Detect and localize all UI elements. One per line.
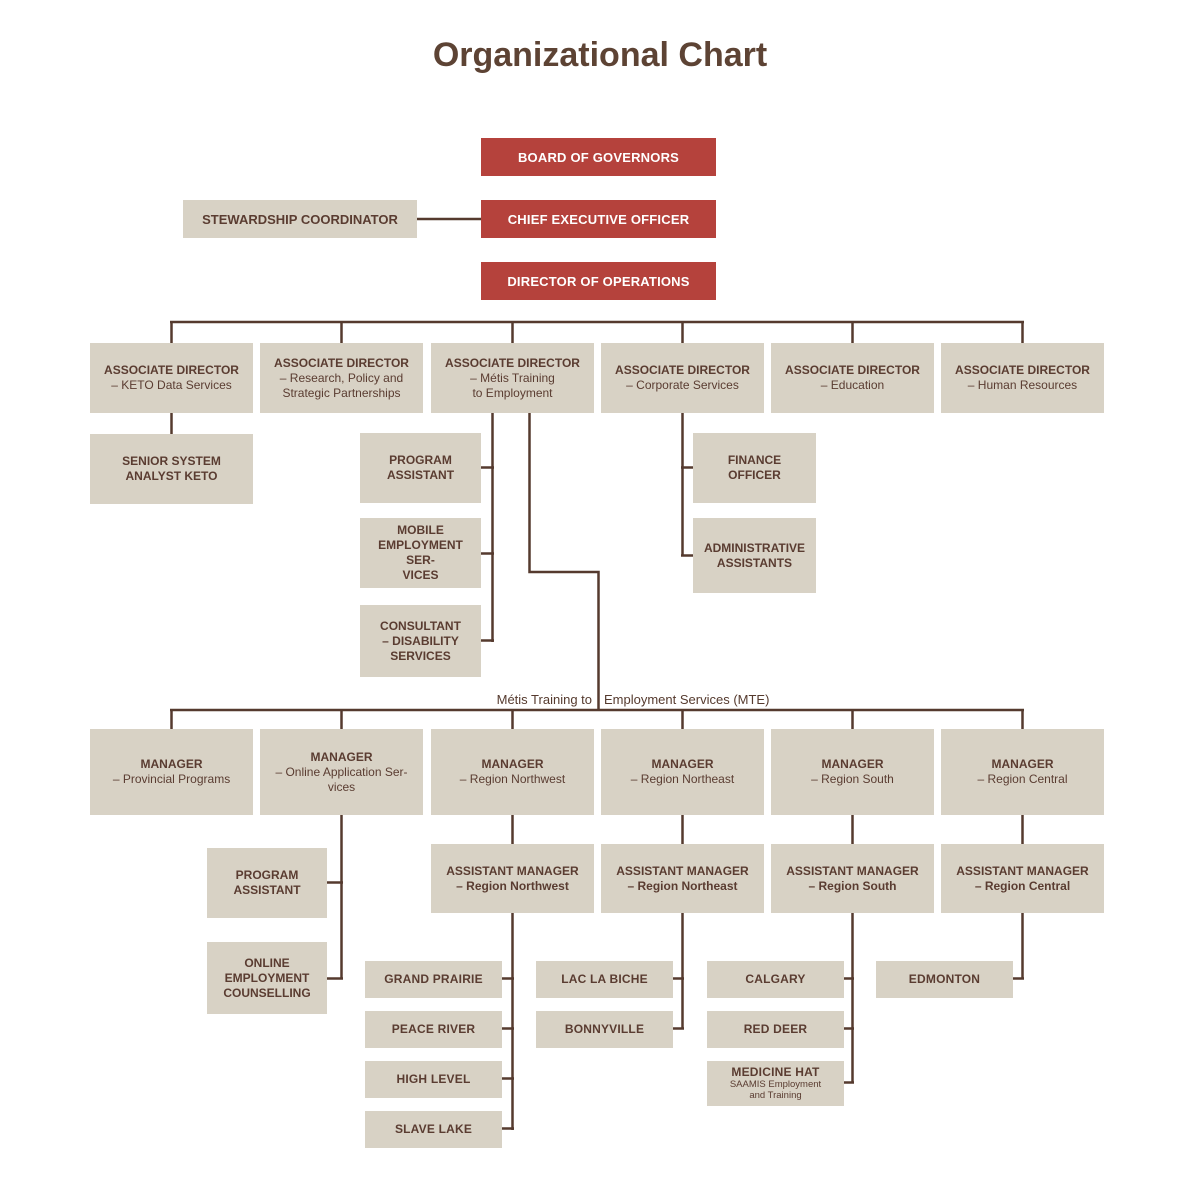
location-label: HIGH LEVEL [396, 1072, 471, 1086]
manager-subtitle: – Region Northwest [459, 772, 566, 786]
manager-title: MANAGER [140, 757, 203, 771]
location-label: LAC LA BICHE [561, 972, 648, 986]
mte-section-label: Employment Services (MTE) [604, 692, 770, 707]
manager-subtitle: – Provincial Programs [112, 772, 231, 786]
staff-label: FINANCE OFFICER [727, 453, 782, 482]
location-label: RED DEER [743, 1022, 808, 1036]
location-label: BONNYVILLE [564, 1022, 645, 1036]
staff-label: SENIOR SYSTEM ANALYST KETO [122, 454, 221, 483]
location-label: PEACE RIVER [391, 1022, 476, 1036]
location-calgary-box: CALGARY [707, 961, 844, 998]
associate-director-title: ASSOCIATE DIRECTOR [955, 363, 1090, 377]
assistant-manager-northwest-box: ASSISTANT MANAGER – Region Northwest [431, 844, 594, 913]
board-of-governors-label: BOARD OF GOVERNORS [517, 149, 680, 165]
staff-label: CONSULTANT – DISABILITY SERVICES [380, 618, 461, 663]
location-red-deer-box: RED DEER [707, 1011, 844, 1048]
online-employment-counselling-box: ONLINE EMPLOYMENT COUNSELLING [207, 942, 327, 1014]
online-program-assistant-box: PROGRAM ASSISTANT [207, 848, 327, 918]
location-grand-prairie-box: GRAND PRAIRIE [365, 961, 502, 998]
assistant-manager-title: ASSISTANT MANAGER [956, 863, 1089, 878]
location-high-level-box: HIGH LEVEL [365, 1061, 502, 1098]
associate-director-subtitle: – Education [820, 378, 885, 392]
location-peace-river-box: PEACE RIVER [365, 1011, 502, 1048]
associate-director-mte-box: ASSOCIATE DIRECTOR – Métis Training to E… [431, 343, 594, 413]
mobile-employment-services-box: MOBILE EMPLOYMENT SER- VICES [360, 518, 481, 588]
location-label: GRAND PRAIRIE [384, 972, 483, 986]
associate-director-title: ASSOCIATE DIRECTOR [785, 363, 920, 377]
location-medicine-hat-box: MEDICINE HAT SAAMIS Employment and Train… [707, 1061, 844, 1106]
finance-officer-box: FINANCE OFFICER [693, 433, 816, 503]
manager-title: MANAGER [310, 749, 373, 764]
associate-director-title: ASSOCIATE DIRECTOR [274, 355, 409, 370]
location-label: CALGARY [745, 972, 806, 986]
location-slave-lake-box: SLAVE LAKE [365, 1111, 502, 1148]
associate-director-title: ASSOCIATE DIRECTOR [104, 363, 239, 377]
manager-provincial-programs-box: MANAGER – Provincial Programs [90, 729, 253, 815]
associate-director-subtitle: – Human Resources [967, 378, 1078, 392]
associate-director-keto-box: ASSOCIATE DIRECTOR – KETO Data Services [90, 343, 253, 413]
associate-director-corporate-box: ASSOCIATE DIRECTOR – Corporate Services [601, 343, 764, 413]
location-label: SLAVE LAKE [394, 1122, 473, 1136]
director-of-operations-label: DIRECTOR OF OPERATIONS [507, 273, 690, 289]
assistant-manager-south-box: ASSISTANT MANAGER – Region South [771, 844, 934, 913]
associate-director-title: ASSOCIATE DIRECTOR [445, 355, 580, 370]
assistant-manager-subtitle: – Region Central [974, 878, 1071, 893]
location-edmonton-box: EDMONTON [876, 961, 1013, 998]
manager-region-northeast-box: MANAGER – Region Northeast [601, 729, 764, 815]
staff-label: MOBILE EMPLOYMENT SER- VICES [378, 523, 463, 582]
board-of-governors-box: BOARD OF GOVERNORS [481, 138, 716, 176]
associate-director-subtitle: – Métis Training to Employment [470, 370, 555, 400]
location-bonnyville-box: BONNYVILLE [536, 1011, 673, 1048]
administrative-assistants-box: ADMINISTRATIVE ASSISTANTS [693, 518, 816, 593]
location-lac-la-biche-box: LAC LA BICHE [536, 961, 673, 998]
assistant-manager-subtitle: – Region South [808, 878, 897, 893]
assistant-manager-subtitle: – Region Northeast [627, 878, 738, 893]
director-of-operations-box: DIRECTOR OF OPERATIONS [481, 262, 716, 300]
chief-executive-officer-box: CHIEF EXECUTIVE OFFICER [481, 200, 716, 238]
assistant-manager-title: ASSISTANT MANAGER [616, 863, 749, 878]
manager-title: MANAGER [821, 757, 884, 771]
associate-director-subtitle: – Corporate Services [626, 378, 739, 392]
chief-executive-officer-label: CHIEF EXECUTIVE OFFICER [507, 211, 690, 227]
assistant-manager-northeast-box: ASSISTANT MANAGER – Region Northeast [601, 844, 764, 913]
manager-subtitle: – Region Central [977, 772, 1068, 786]
stewardship-coordinator-box: STEWARDSHIP COORDINATOR [183, 200, 417, 238]
associate-director-title: ASSOCIATE DIRECTOR [615, 363, 750, 377]
location-label: MEDICINE HAT [731, 1065, 820, 1079]
manager-subtitle: – Region South [811, 772, 894, 786]
manager-online-application-box: MANAGER – Online Application Ser- vices [260, 729, 423, 815]
associate-director-hr-box: ASSOCIATE DIRECTOR – Human Resources [941, 343, 1104, 413]
assistant-manager-title: ASSISTANT MANAGER [446, 863, 579, 878]
page-title: Organizational Chart [432, 36, 768, 74]
staff-label: ONLINE EMPLOYMENT COUNSELLING [223, 955, 311, 1000]
staff-label: ADMINISTRATIVE ASSISTANTS [703, 540, 806, 570]
staff-label: PROGRAM ASSISTANT [386, 453, 455, 482]
location-sublabel: SAAMIS Employment and Training [729, 1079, 822, 1101]
manager-title: MANAGER [651, 757, 714, 771]
manager-region-northwest-box: MANAGER – Region Northwest [431, 729, 594, 815]
program-assistant-box: PROGRAM ASSISTANT [360, 433, 481, 503]
staff-label: PROGRAM ASSISTANT [233, 868, 301, 897]
associate-director-education-box: ASSOCIATE DIRECTOR – Education [771, 343, 934, 413]
stewardship-coordinator-label: STEWARDSHIP COORDINATOR [202, 211, 398, 227]
senior-system-analyst-box: SENIOR SYSTEM ANALYST KETO [90, 434, 253, 504]
manager-subtitle: – Region Northeast [630, 772, 735, 786]
assistant-manager-central-box: ASSISTANT MANAGER – Region Central [941, 844, 1104, 913]
associate-director-subtitle: – Research, Policy and Strategic Partner… [279, 370, 404, 400]
manager-title: MANAGER [991, 757, 1054, 771]
location-label: EDMONTON [908, 972, 981, 986]
assistant-manager-subtitle: – Region Northwest [456, 878, 569, 893]
assistant-manager-title: ASSISTANT MANAGER [786, 863, 919, 878]
consultant-disability-services-box: CONSULTANT – DISABILITY SERVICES [360, 605, 481, 677]
manager-subtitle: – Online Application Ser- vices [275, 764, 408, 794]
associate-director-research-box: ASSOCIATE DIRECTOR – Research, Policy an… [260, 343, 423, 413]
manager-region-south-box: MANAGER – Region South [771, 729, 934, 815]
mte-section-label: Métis Training to [496, 692, 592, 707]
associate-director-subtitle: – KETO Data Services [111, 378, 232, 392]
manager-region-central-box: MANAGER – Region Central [941, 729, 1104, 815]
manager-title: MANAGER [481, 757, 544, 771]
